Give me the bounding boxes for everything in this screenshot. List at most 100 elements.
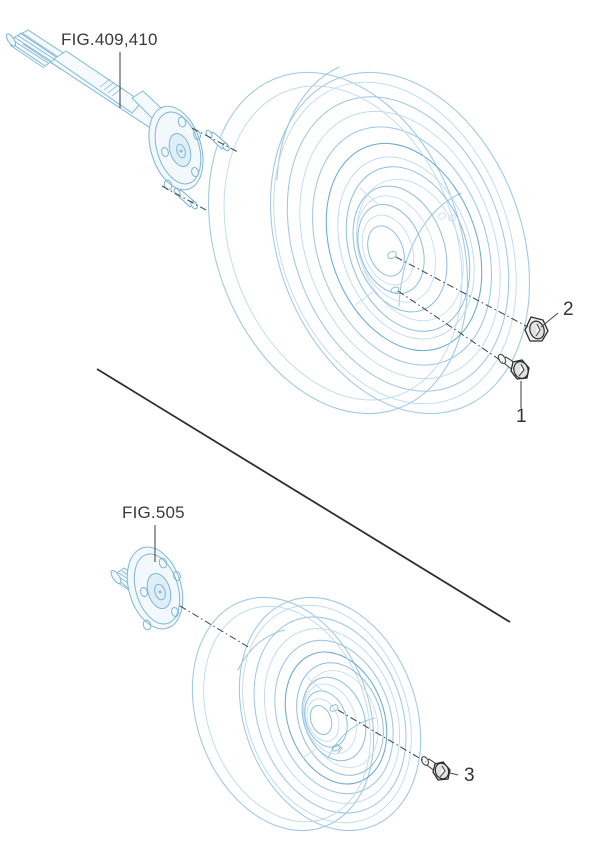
tire-far-sidewall-ring — [203, 605, 371, 823]
callout-group-1[interactable]: 1 — [516, 381, 527, 427]
wheel-bolt-part-3 — [420, 756, 451, 781]
fig-label-409-410: FIG.409,410 — [61, 30, 158, 49]
callout-leader-3 — [449, 772, 459, 776]
wheel-bolt-thread-mark — [518, 363, 525, 377]
tire-bead-ring — [284, 651, 388, 785]
tire-far-sidewall-ring — [223, 85, 463, 401]
hub-bolt-hole — [191, 166, 199, 178]
axle-spline-end — [5, 33, 17, 47]
tire-ring — [242, 604, 412, 824]
cap-nut-thread-mark — [535, 323, 541, 337]
hub-bolt-hole — [158, 557, 168, 569]
rim-ring — [306, 698, 340, 742]
upper-hub-flange — [148, 105, 204, 191]
tire-tread-top — [237, 629, 286, 671]
hub-spline-end — [110, 569, 122, 585]
tire-ring — [274, 639, 394, 795]
tire-bead-ring — [325, 142, 483, 352]
tire-sidewall-rings — [242, 604, 412, 824]
callout-group-3[interactable]: 3 — [449, 765, 475, 786]
wheel-bolt-thread-mark — [439, 765, 446, 778]
tire-outer-far-edge — [191, 596, 375, 832]
section-divider — [96, 368, 511, 623]
rim-ring — [361, 214, 415, 286]
axle-midsection — [53, 50, 143, 114]
hub-flange-inner-ring — [133, 553, 181, 625]
lug-hole — [390, 286, 400, 294]
rim-center-bore — [309, 704, 333, 736]
cap-nut-part-2 — [524, 316, 549, 342]
callout-number-2: 2 — [563, 299, 574, 320]
lower-wheel-rim — [296, 662, 384, 776]
rim-ring — [303, 683, 357, 755]
rim-offset-line — [354, 291, 374, 306]
tire-ring — [286, 96, 510, 392]
leader-to-wheel-bolt-3 — [337, 709, 427, 763]
hub-flange-inner-ring — [154, 111, 202, 185]
spline-groove — [13, 36, 52, 62]
rim-center-bore — [367, 225, 405, 277]
tire-outer-near-edge — [238, 596, 422, 832]
hub-bolt-hole — [193, 129, 201, 141]
hub-center-dot — [179, 149, 183, 153]
upper-wheel-assembly — [5, 29, 549, 415]
leader-to-wheel-bolt — [397, 290, 504, 363]
lug-hole — [448, 214, 456, 222]
fig-label-505: FIG.505 — [122, 503, 185, 522]
wheel-bolt-shank-end — [497, 353, 507, 365]
wheel-stud-tip — [222, 142, 230, 152]
hub-center-bore — [154, 583, 166, 601]
rim-barrel-inner — [352, 185, 448, 313]
rim-offset-line — [302, 747, 318, 759]
hub-bolt-hole — [142, 619, 152, 631]
rim-offset-line — [359, 187, 380, 206]
callout-number-1: 1 — [516, 406, 527, 427]
stud-axis-line — [161, 185, 207, 211]
hub-bolt-hole — [173, 570, 181, 582]
lug-hole — [437, 212, 447, 220]
lug-hole — [387, 251, 397, 259]
tire-outer-near-edge — [269, 71, 531, 415]
tire-ring — [273, 81, 517, 405]
rim-dish — [304, 690, 348, 748]
spline-groove — [22, 43, 63, 71]
upper-wheel-studs — [161, 127, 239, 211]
tire-ring — [299, 110, 501, 380]
retaining-ring — [103, 81, 115, 91]
hub-bolt-hole — [177, 116, 187, 128]
callout-number-3: 3 — [464, 765, 475, 786]
hub-center-bore — [176, 143, 186, 159]
wheel-bolt-shank-end — [420, 756, 430, 766]
spline-groove — [10, 38, 49, 64]
rim-dish — [357, 203, 425, 295]
lower-wheel-assembly — [110, 546, 451, 832]
leader-to-cap-nut — [395, 256, 529, 328]
hub-bolt-hole — [171, 606, 179, 618]
rim-offset-line — [307, 677, 323, 691]
callout-leader-2 — [540, 312, 559, 328]
tire-ring — [337, 156, 475, 340]
hub-bolt-hole — [161, 146, 169, 158]
leader-hub-to-wheel — [179, 605, 251, 649]
rim-flange-outer — [296, 662, 384, 776]
callout-group-2[interactable]: 2 — [540, 299, 574, 328]
tire-sidewall-rings — [273, 81, 517, 405]
tire-ring — [312, 126, 492, 366]
rim-flange-outer — [345, 166, 471, 332]
wheel-bolt-part-1 — [497, 353, 530, 380]
hub-bolt-hole — [163, 179, 173, 191]
spline-groove — [9, 44, 45, 69]
upper-wheel-rim — [345, 166, 471, 332]
rim-barrel-inner — [301, 676, 367, 762]
tire-tread-bottom — [398, 192, 462, 307]
stud-axis-line — [191, 127, 239, 153]
lower-hub-flange — [110, 546, 184, 631]
lug-hole — [329, 704, 339, 712]
tire-ring — [263, 628, 401, 804]
hub-bolt-hole — [140, 586, 148, 598]
fig-label-group-409-410[interactable]: FIG.409,410 — [61, 30, 158, 108]
retaining-ring — [99, 78, 111, 88]
fig-label-group-505[interactable]: FIG.505 — [122, 503, 185, 562]
